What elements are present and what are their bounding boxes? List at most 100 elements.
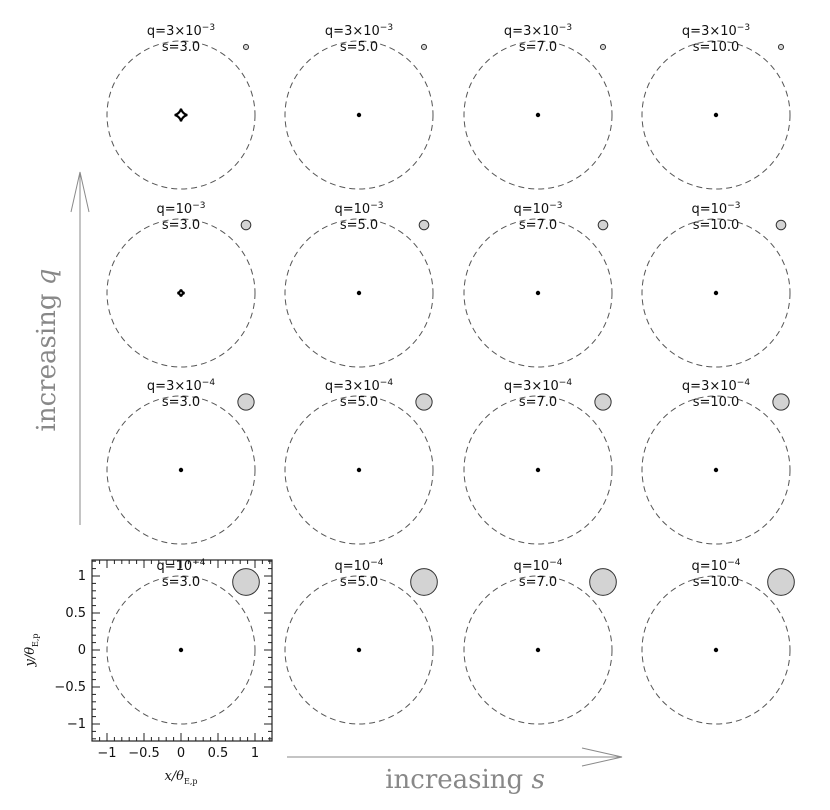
einstein-ring [641, 575, 791, 725]
q-label-exponent: −4 [727, 558, 741, 568]
y-tick-label: 0 [78, 643, 86, 658]
s-label: s=5.0 [340, 575, 378, 590]
y-axis-title-main: y/θ [23, 647, 38, 668]
s-arrow-head [581, 747, 623, 767]
source-disk [237, 393, 255, 411]
s-label: s=5.0 [340, 218, 378, 233]
q-label-base: q=10 [157, 202, 193, 217]
panel-r3-c0: q=10−4s=3.0 [106, 558, 260, 725]
y-tick-label: −1 [67, 717, 86, 732]
caustic [178, 467, 184, 473]
q-label-base: q=10 [157, 559, 193, 574]
caustic [177, 289, 185, 297]
q-label-base: q=10 [692, 559, 728, 574]
s-label: s=10.0 [693, 395, 740, 410]
x-axis-title: x/θE,p [164, 769, 197, 786]
caustic [174, 108, 188, 122]
s-label: s=10.0 [693, 575, 740, 590]
source-disk [242, 43, 250, 51]
source-disk [767, 568, 795, 596]
panel-r1-c1: q=10−3s=5.0 [284, 201, 434, 368]
panel-r2-c3: q=3×10−4s=10.0 [641, 378, 791, 545]
caustic [535, 647, 541, 653]
y-axis-title-sub: E,p [31, 633, 40, 647]
q-label-exponent: −3 [370, 201, 383, 211]
panel-r2-c0: q=3×10−4s=3.0 [106, 378, 256, 545]
panel-r3-c2: q=10−4s=7.0 [463, 558, 617, 725]
source-disk [420, 43, 428, 51]
q-label-base: q=10 [692, 202, 728, 217]
caustic [713, 467, 719, 473]
y-tick-label: 1 [78, 569, 86, 584]
q-label-base: q=10 [514, 559, 550, 574]
einstein-ring [106, 40, 256, 190]
einstein-ring [463, 40, 613, 190]
q-label: q=10−3 [157, 201, 206, 217]
increasing-q-arrow: increasing q [32, 171, 90, 525]
q-label-exponent: −4 [737, 378, 751, 388]
source-disk [410, 568, 438, 596]
source-disk [775, 219, 787, 231]
q-label-base: q=3×10 [504, 379, 559, 394]
y-axis-title: y/θE,p [23, 633, 40, 667]
caustic [713, 290, 719, 296]
q-label: q=10−4 [514, 558, 563, 574]
panel-r0-c1: q=3×10−3s=5.0 [284, 23, 434, 190]
einstein-ring [284, 218, 434, 368]
q-label-exponent: −4 [370, 558, 384, 568]
panel-r2-c1: q=3×10−4s=5.0 [284, 378, 434, 545]
einstein-ring [284, 395, 434, 545]
x-tick-label: 1 [251, 746, 259, 761]
x-axis-title-main: x/θ [164, 769, 184, 784]
s-label: s=3.0 [162, 395, 200, 410]
source-disk [240, 219, 252, 231]
panel-r1-c2: q=10−3s=7.0 [463, 201, 613, 368]
einstein-ring [463, 218, 613, 368]
y-tick-label: −0.5 [54, 680, 86, 695]
q-label-base: q=3×10 [325, 379, 380, 394]
q-label: q=10−4 [692, 558, 741, 574]
x-tick-label: 0 [177, 746, 185, 761]
q-label: q=10−3 [692, 201, 741, 217]
einstein-ring [641, 218, 791, 368]
panel-r0-c0: q=3×10−3s=3.0 [106, 23, 256, 190]
source-disk [777, 43, 785, 51]
x-tick-label: −0.5 [128, 746, 160, 761]
q-label-exponent: −4 [549, 558, 563, 568]
einstein-ring [106, 395, 256, 545]
q-label: q=10−4 [157, 558, 206, 574]
q-label: q=3×10−3 [325, 23, 393, 39]
einstein-ring [463, 395, 613, 545]
panel-grid: q=3×10−3s=3.0q=3×10−3s=5.0q=3×10−3s=7.0q… [106, 23, 795, 725]
einstein-ring [641, 395, 791, 545]
s-arrow-label: increasing s [385, 765, 545, 795]
q-label-exponent: −3 [202, 23, 215, 33]
einstein-ring [106, 218, 256, 368]
s-label: s=10.0 [693, 40, 740, 55]
q-label-base: q=3×10 [504, 24, 559, 39]
q-label-exponent: −3 [559, 23, 572, 33]
s-label: s=5.0 [340, 40, 378, 55]
q-label: q=3×10−4 [325, 378, 393, 394]
q-label: q=10−3 [335, 201, 384, 217]
einstein-ring [463, 575, 613, 725]
q-label: q=10−4 [335, 558, 384, 574]
q-label: q=3×10−4 [504, 378, 572, 394]
q-label-exponent: −4 [380, 378, 394, 388]
s-label: s=3.0 [162, 40, 200, 55]
s-label: s=7.0 [519, 40, 557, 55]
source-disk [772, 393, 790, 411]
q-label: q=10−3 [514, 201, 563, 217]
s-label: s=7.0 [519, 395, 557, 410]
panel-r3-c1: q=10−4s=5.0 [284, 558, 438, 725]
y-tick-label: 0.5 [65, 606, 86, 621]
panel-r0-c2: q=3×10−3s=7.0 [463, 23, 613, 190]
panel-r2-c2: q=3×10−4s=7.0 [463, 378, 613, 545]
caustic [535, 112, 541, 118]
q-label: q=3×10−4 [682, 378, 750, 394]
source-disk [418, 219, 430, 231]
caustic [356, 647, 362, 653]
q-label-base: q=3×10 [147, 24, 202, 39]
